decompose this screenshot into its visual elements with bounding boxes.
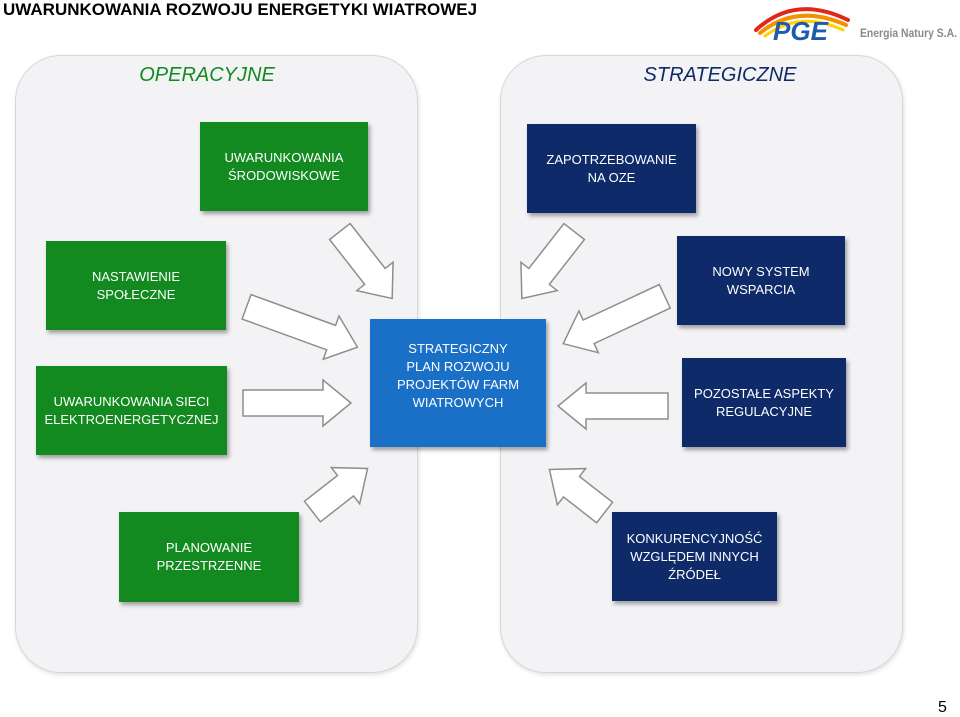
center-line: STRATEGICZNY [408,341,508,356]
box-line: UWARUNKOWANIA SIECI [53,393,210,409]
box-grid-conditions: UWARUNKOWANIA SIECI ELEKTROENERGETYCZNEJ [36,366,227,455]
panel-heading-strategic: STRATEGICZNE [643,64,797,86]
center-line: WIATROWYCH [412,395,504,410]
pge-logo: PGE Energia Natury S.A. [754,7,957,46]
box-line: ZAPOTRZEBOWANIE [546,151,677,167]
box-line: WZGLĘDEM INNYCH [630,548,759,564]
logo-mark: PGE [773,16,829,46]
box-social-attitude: NASTAWIENIE SPOŁECZNE [46,241,226,330]
box-line: ŹRÓDEŁ [668,566,721,582]
box-environmental-conditions: UWARUNKOWANIA ŚRODOWISKOWE [200,122,368,211]
box-line: REGULACYJNE [715,403,813,419]
box-line: PLANOWANIE [165,540,253,555]
box-line: UWARUNKOWANIA [224,149,344,165]
box-line: POZOSTAŁE ASPEKTY [694,385,834,401]
pge-arc-icon [754,7,850,38]
box-line: NA OZE [587,169,636,185]
arrow-grid-to-plan-icon [242,378,353,428]
box-line: NASTAWIENIE [91,268,181,284]
arrow-competitiveness-to-plan-icon [548,467,614,524]
box-spatial-planning: PLANOWANIE PRZESTRZENNE [119,512,299,602]
slide-title: UWARUNKOWANIA ROZWOJU ENERGETYKI WIATROW… [3,0,478,19]
panel-heading-operational: OPERACYJNE [139,64,275,86]
box-line: WSPARCIA [726,281,796,297]
box-other-regulatory-aspects: POZOSTAŁE ASPEKTY REGULACYJNE [682,358,846,447]
box-res-demand: ZAPOTRZEBOWANIE NA OZE [527,124,696,213]
box-competitiveness: KONKURENCYJNOŚĆ WZGLĘDEM INNYCH ŹRÓDEŁ [612,512,777,601]
box-line: SPOŁECZNE [96,286,176,302]
box-line: KONKURENCYJNOŚĆ [626,530,763,546]
box-line: PRZESTRZENNE [156,558,262,573]
arrow-demand-to-plan-icon [520,222,586,300]
logo-tagline: Energia Natury S.A. [860,26,957,40]
box-line: NOWY SYSTEM [712,263,810,279]
box-line: ELEKTROENERGETYCZNEJ [44,411,219,427]
box-line: ŚRODOWISKOWE [228,167,340,183]
arrow-regulatory-to-plan-icon [556,381,669,431]
arrow-environmental-to-plan-icon [328,222,394,300]
box-new-support-system: NOWY SYSTEM WSPARCIA [677,236,845,325]
arrow-social-to-plan-icon [241,293,359,361]
center-line: PLAN ROZWOJU [406,359,510,374]
center-line: PROJEKTÓW FARM [396,377,520,392]
page-number: 5 [938,699,947,716]
arrow-spatial-to-plan-icon [303,466,369,523]
arrow-support-to-plan-icon [562,283,672,354]
box-strategic-plan: STRATEGICZNY PLAN ROZWOJU PROJEKTÓW FARM… [370,319,546,447]
